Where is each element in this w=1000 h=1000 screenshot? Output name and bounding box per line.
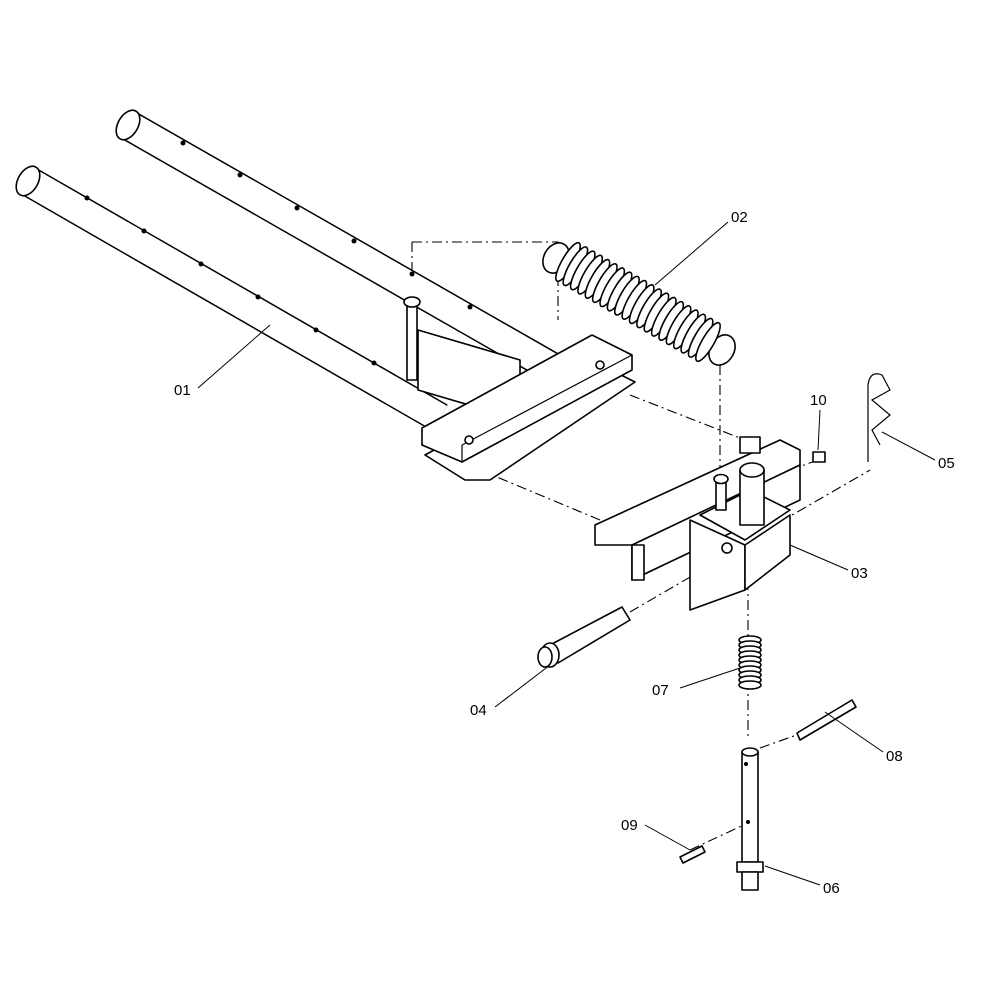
part-10-set-screw bbox=[812, 451, 826, 463]
callout-08: 08 bbox=[886, 748, 903, 765]
callout-10: 10 bbox=[810, 392, 827, 409]
callout-04: 04 bbox=[470, 702, 487, 719]
part-06-pin bbox=[736, 747, 764, 891]
spring-coil bbox=[738, 680, 762, 690]
part-01-frame-tubes bbox=[15, 109, 636, 481]
part-07-compression-spring bbox=[738, 635, 762, 690]
assembly-lines bbox=[411, 241, 871, 851]
callout-labels: 01 02 03 04 05 06 07 08 09 10 bbox=[174, 209, 955, 897]
callout-01: 01 bbox=[174, 382, 191, 399]
callout-05: 05 bbox=[938, 455, 955, 472]
callout-06: 06 bbox=[823, 880, 840, 897]
spring-coil bbox=[695, 321, 721, 363]
callout-07: 07 bbox=[652, 682, 669, 699]
callout-09: 09 bbox=[621, 817, 638, 834]
part-05-r-clip bbox=[867, 373, 891, 462]
part-08-roll-pin bbox=[796, 699, 857, 741]
callout-03: 03 bbox=[851, 565, 868, 582]
callout-02: 02 bbox=[731, 209, 748, 226]
part-02-extension-spring bbox=[542, 241, 736, 366]
part-03-bracket bbox=[594, 436, 801, 611]
leader-lines bbox=[197, 221, 936, 886]
part-04-clevis-pin bbox=[537, 606, 631, 668]
part-09-roll-pin bbox=[679, 845, 706, 864]
